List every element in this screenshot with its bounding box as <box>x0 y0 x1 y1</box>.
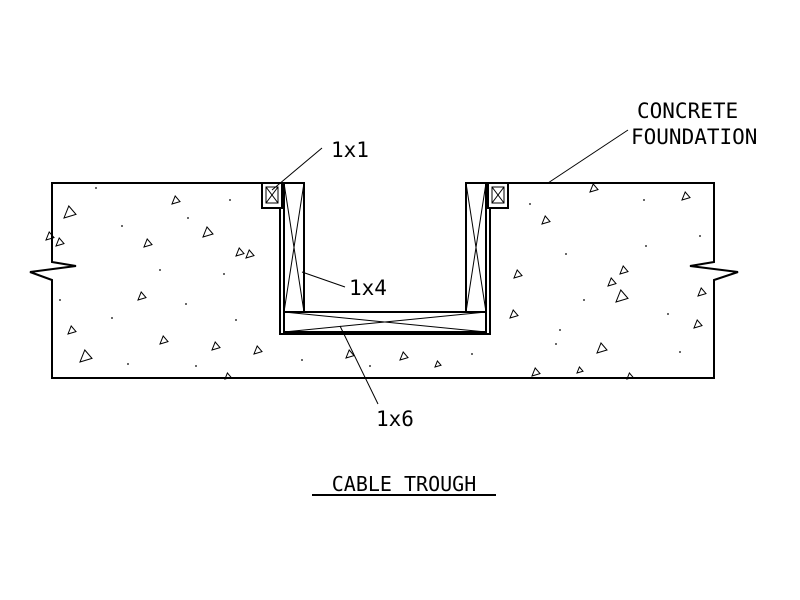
aggregate-triangle <box>681 191 691 201</box>
aggregate-dot <box>565 253 567 255</box>
aggregate-dot <box>559 329 561 331</box>
aggregate-triangle <box>211 341 221 351</box>
aggregate-dot <box>59 299 61 301</box>
label-1x1: 1x1 <box>331 138 369 162</box>
aggregate-dot <box>667 313 669 315</box>
aggregate-dot <box>235 319 237 321</box>
aggregate-triangle <box>434 360 442 368</box>
bottom-1x6-board <box>283 311 487 333</box>
aggregate-dot <box>195 365 197 367</box>
aggregate-dot <box>121 225 123 227</box>
leader-concrete-foundation <box>547 129 629 184</box>
aggregate-triangle <box>235 247 245 257</box>
aggregate-triangle <box>697 287 707 297</box>
aggregate-dot <box>555 343 557 345</box>
right-1x1-block <box>487 182 509 209</box>
aggregate-dot <box>679 351 681 353</box>
aggregate-triangle <box>513 269 523 279</box>
aggregate-dot <box>301 359 303 361</box>
aggregate-triangle <box>615 289 629 303</box>
aggregate-dot <box>583 299 585 301</box>
aggregate-dot <box>159 269 161 271</box>
concrete-foundation-outline <box>29 182 739 379</box>
aggregate-dot <box>369 365 371 367</box>
aggregate-dot <box>95 187 97 189</box>
label-concrete: CONCRETE <box>637 99 738 123</box>
label-foundation: FOUNDATION <box>631 125 757 149</box>
aggregate-triangle <box>509 309 519 319</box>
aggregate-triangle <box>619 265 629 275</box>
aggregate-triangle <box>45 231 55 241</box>
aggregate-dot <box>229 199 231 201</box>
aggregate-dot <box>471 353 473 355</box>
leader-1x1 <box>271 147 323 191</box>
aggregate-triangle <box>399 351 409 361</box>
aggregate-dot <box>127 363 129 365</box>
aggregate-triangle <box>55 237 65 247</box>
aggregate-triangle <box>531 367 541 377</box>
aggregate-dot <box>187 217 189 219</box>
aggregate-triangle <box>202 226 214 238</box>
aggregate-dot <box>529 203 531 205</box>
aggregate-dot <box>185 303 187 305</box>
aggregate-triangle <box>589 183 599 193</box>
aggregate-triangle <box>63 205 77 219</box>
leader-1x4 <box>301 271 346 288</box>
aggregate-triangle <box>345 349 355 359</box>
aggregate-triangle <box>245 249 255 259</box>
aggregate-triangle <box>693 319 703 329</box>
aggregate-triangle <box>541 215 551 225</box>
aggregate-dot <box>111 317 113 319</box>
label-1x6: 1x6 <box>376 407 414 431</box>
aggregate-triangle <box>137 291 147 301</box>
aggregate-dot <box>223 273 225 275</box>
aggregate-triangle <box>143 238 153 248</box>
leader-1x6 <box>339 325 379 405</box>
aggregate-dot <box>643 199 645 201</box>
aggregate-triangle <box>253 345 263 355</box>
left-1x4-board <box>283 182 305 313</box>
left-1x1-block <box>261 182 283 209</box>
aggregate-triangle <box>576 366 584 374</box>
label-1x4: 1x4 <box>349 276 387 300</box>
aggregate-triangle <box>171 195 181 205</box>
right-1x4-board <box>465 182 487 313</box>
aggregate-triangle <box>67 325 77 335</box>
aggregate-dot <box>699 235 701 237</box>
aggregate-triangle <box>224 372 232 380</box>
aggregate-triangle <box>626 372 634 380</box>
drawing-title: CABLE TROUGH <box>332 472 477 496</box>
aggregate-triangle <box>607 277 617 287</box>
aggregate-triangle <box>79 349 93 363</box>
aggregate-dot <box>645 245 647 247</box>
aggregate-triangle <box>159 335 169 345</box>
concrete-aggregate <box>45 183 707 380</box>
aggregate-triangle <box>596 342 608 354</box>
